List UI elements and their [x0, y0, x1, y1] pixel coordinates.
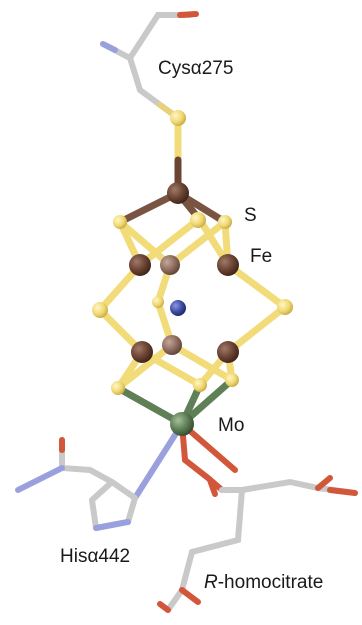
his-amine [15, 465, 65, 493]
his-mo-n-bond [132, 421, 185, 501]
cys-carbonyl-bond [177, 11, 199, 18]
iron-atom [167, 182, 189, 204]
his-imidazole-ring [89, 479, 138, 531]
cluster-atoms [92, 110, 293, 436]
bond [114, 341, 176, 392]
histidine-ligand [15, 421, 185, 531]
hc-arm-down [165, 487, 245, 613]
iron-atom [162, 335, 182, 355]
homocitrate-label: R-homocitrate [204, 572, 323, 593]
hc-carboxyl [182, 457, 225, 493]
sulfur-atom [225, 373, 239, 387]
sulfur-atom [92, 302, 108, 318]
cys-backbone-bond [102, 12, 193, 62]
iron-atom [129, 254, 151, 276]
iron-atom [217, 254, 239, 276]
molybdenum-label: Mo [218, 415, 244, 436]
bond [136, 218, 199, 269]
iron-atom [217, 341, 239, 363]
sulfur-atom [113, 215, 127, 229]
sulfur-atom [277, 299, 293, 315]
homocitrate-label-suffix: -homocitrate [218, 572, 324, 593]
bond [224, 303, 289, 356]
iron-atom [131, 341, 153, 363]
sulfur-atom [218, 215, 232, 229]
sulfur-atom [190, 212, 206, 228]
sulfur-atom [193, 378, 207, 392]
bond [166, 218, 229, 269]
molybdenum-atom [170, 412, 194, 436]
cysteine-ligand [100, 11, 199, 194]
bond [114, 384, 186, 428]
bond [168, 341, 236, 384]
iron-atom [160, 255, 180, 275]
cys-label: Cysα275 [158, 58, 233, 79]
his-ring-n-bond [93, 519, 131, 531]
hc-arm-down-o2 [157, 601, 171, 613]
cys-amine-bond [100, 41, 118, 53]
bond [116, 218, 174, 269]
hc-arm-down-o [179, 587, 201, 605]
iron-label: Fe [250, 246, 272, 267]
hc-arm-right-o [327, 487, 358, 496]
his-side-chain [59, 437, 115, 485]
central-atom [170, 300, 186, 316]
hc-carboxyl-o [207, 477, 218, 497]
sulfur-atom [170, 110, 186, 126]
his-label: Hisα442 [60, 546, 130, 567]
hc-arm-right-o2 [315, 475, 333, 491]
cluster-bonds [96, 189, 289, 428]
labels: Cysα275 S Fe Mo Hisα442 R-homocitrate [60, 58, 323, 593]
bond [224, 261, 289, 311]
sulfur-atom [152, 296, 164, 308]
sulfur-atom [111, 381, 125, 395]
homocitrate-label-prefix: R [204, 572, 218, 593]
sulfur-label: S [244, 205, 257, 226]
